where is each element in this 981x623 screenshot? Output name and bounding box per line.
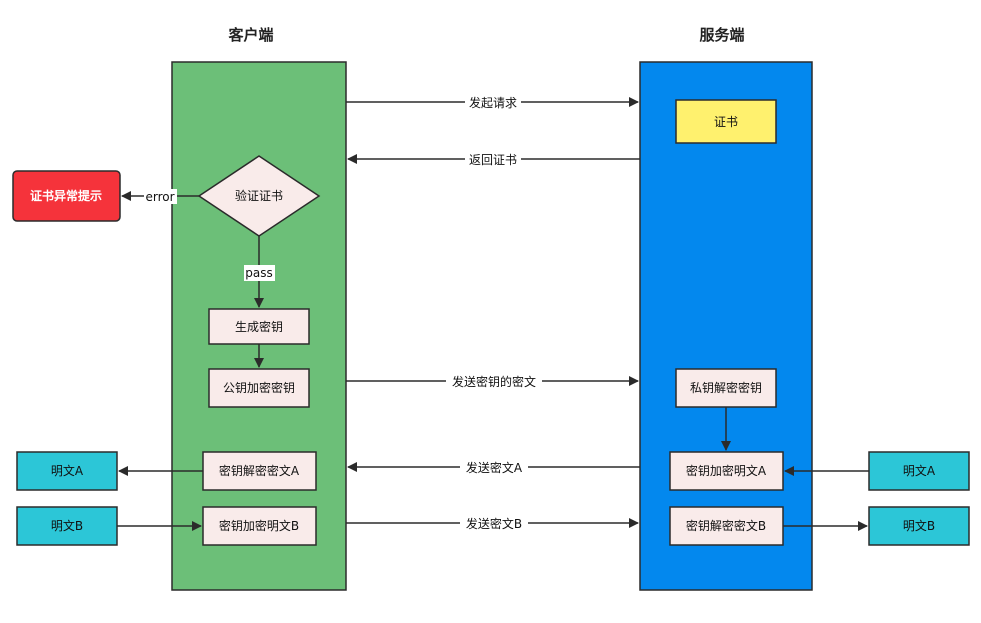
cert-error-alert (12, 170, 121, 222)
server-lane-title: 服务端 (699, 26, 744, 44)
cert-label: 证书 (714, 115, 738, 129)
send-cipher-a-label: 发送密文A (466, 460, 523, 475)
cert-node (675, 99, 777, 144)
client-encrypt-b-node (202, 506, 317, 546)
generate-key-label: 生成密钥 (235, 319, 283, 334)
cert-error-alert-label: 证书异常提示 (30, 188, 102, 203)
client-lane-title: 客户端 (227, 26, 273, 44)
server-plain-b-node (868, 506, 970, 546)
privkey-decrypt-key-label: 私钥解密密钥 (690, 380, 762, 395)
server-lane (639, 61, 813, 591)
client-plain-b-label: 明文B (51, 518, 83, 533)
privkey-decrypt-key-node (675, 368, 777, 408)
client-plain-a-node (16, 451, 118, 491)
server-encrypt-a-label: 密钥加密明文A (686, 463, 767, 478)
server-encrypt-a-node (669, 451, 784, 491)
generate-key-node (208, 308, 310, 345)
send-request-label: 发起请求 (469, 95, 517, 110)
send-cipher-b-label: 发送密文B (466, 516, 522, 531)
client-plain-b-node (16, 506, 118, 546)
client-encrypt-b-label: 密钥加密明文B (219, 518, 299, 533)
pubkey-encrypt-key-label: 公钥加密密钥 (223, 380, 295, 395)
pass-label: pass (245, 266, 272, 280)
send-encrypted-key-label: 发送密钥的密文 (452, 374, 536, 389)
server-plain-b-label: 明文B (903, 518, 935, 533)
server-decrypt-b-label: 密钥解密密文B (686, 518, 766, 533)
error-label: error (145, 190, 174, 204)
client-decrypt-a-label: 密钥解密密文A (219, 463, 300, 478)
client-plain-a-label: 明文A (51, 463, 84, 478)
pubkey-encrypt-key-node (208, 368, 310, 408)
return-cert-label: 返回证书 (469, 153, 517, 167)
server-plain-a-label: 明文A (903, 463, 936, 478)
verify-cert-label: 验证证书 (235, 188, 283, 203)
